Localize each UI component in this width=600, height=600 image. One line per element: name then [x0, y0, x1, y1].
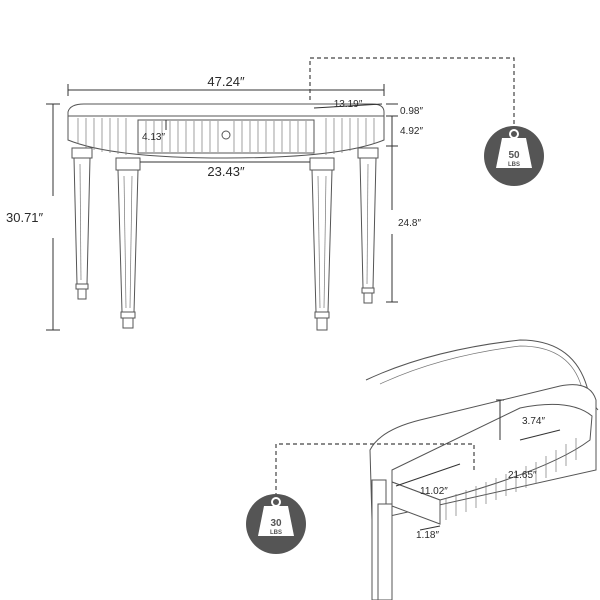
inner-leg-span-label: 23.43″ — [207, 164, 245, 179]
drawer-length-label: 21.65″ — [508, 470, 537, 481]
weight-icon — [496, 138, 532, 168]
depth-label: 13.19″ — [334, 99, 363, 110]
drawer-detail-view: 3.74″ 21.65″ 11.02″ 1.18″ — [365, 339, 599, 600]
overall-width-label: 47.24″ — [207, 74, 245, 89]
apron-height-label: 4.92″ — [400, 126, 423, 137]
drawer-height-label: 3.74″ — [522, 416, 545, 427]
dimension-labels: 47.24″ 13.19″ 0.98″ 4.92″ 4.13″ 23.43″ 3… — [6, 74, 423, 229]
dimension-lines — [46, 84, 398, 331]
front-left-leg — [115, 157, 141, 329]
back-left-leg — [71, 147, 93, 300]
drawer-fluting — [145, 121, 307, 152]
apron-fluting — [77, 118, 375, 155]
top-thickness-label: 0.98″ — [400, 106, 423, 117]
detail-drawer-box — [391, 403, 593, 501]
drawer-depth-label: 11.02″ — [420, 486, 448, 497]
back-right-leg — [357, 147, 379, 304]
weight-unit: LBS — [508, 162, 520, 168]
top-weight-callout: 50 LBS — [309, 57, 544, 186]
weight-value: 50 — [508, 150, 520, 161]
front-right-leg — [309, 157, 335, 331]
drawer-front-height-label: 4.13″ — [142, 132, 165, 143]
leg-clearance-label: 24.8″ — [398, 218, 421, 229]
detail-drawer-front — [391, 481, 441, 525]
drawer-knob — [221, 130, 231, 140]
weight-value: 30 — [270, 518, 282, 529]
table-top — [67, 103, 385, 117]
weight-unit: LBS — [270, 530, 282, 536]
console-table-front-view — [67, 103, 385, 331]
detail-drawer-fluting — [445, 438, 577, 520]
total-height-label: 30.71″ — [6, 210, 44, 225]
drawer-front-thickness-label: 1.18″ — [416, 530, 439, 541]
drawer-weight-callout: 30 LBS — [246, 443, 475, 554]
weight-icon — [258, 506, 294, 536]
